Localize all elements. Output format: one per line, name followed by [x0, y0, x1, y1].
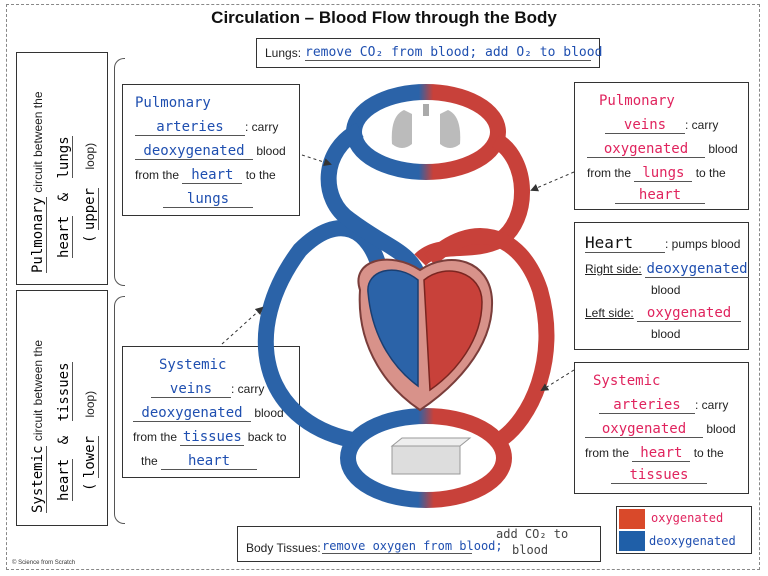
sv-text1: : carry	[231, 382, 265, 396]
sa-word1: Systemic	[593, 373, 661, 389]
sv-text2: blood	[254, 406, 284, 420]
heart-left-side: Left side:	[585, 306, 634, 320]
systemic-circuit-box: Systemic circuit between the heart & tis…	[16, 290, 108, 526]
heart-right-answer: deoxygenated	[645, 261, 750, 278]
legend: oxygenated deoxygenated	[616, 506, 752, 554]
pv-word2: veins	[605, 117, 685, 134]
heart-left-answer: oxygenated	[637, 305, 742, 322]
tissue-icon	[390, 437, 472, 475]
arrow-pulm-veins	[530, 171, 575, 192]
body-answer-1: remove oxygen from blood;	[322, 539, 503, 554]
sa-text4: to the	[693, 446, 724, 460]
legend-deoxy-label: deoxygenated	[649, 534, 736, 548]
pulmonary-veins-box: Pulmonary veins: carry oxygenated blood …	[574, 82, 749, 210]
body-answer-2: add CO₂ to	[496, 527, 569, 541]
sv-text5: the	[141, 454, 158, 468]
pulmonary-artery-path	[320, 122, 428, 283]
aorta-path	[424, 228, 555, 447]
pa-word1: Pulmonary	[135, 95, 211, 111]
pv-word3: oxygenated	[587, 141, 705, 158]
pa-word2: arteries	[135, 119, 245, 136]
sv-text4: back to	[247, 430, 287, 444]
sa-text3: from the	[585, 446, 630, 460]
pv-text3: from the	[587, 166, 632, 180]
sa-word5: tissues	[611, 467, 707, 484]
heart-text5: blood	[651, 327, 681, 341]
body-tissues-box: Body Tissues: remove oxygen from blood; …	[237, 526, 601, 562]
pv-text1: : carry	[685, 118, 719, 132]
pa-word4: heart	[182, 167, 243, 184]
arrow-pulm-arteries	[301, 154, 332, 166]
arrow-sys-veins	[221, 306, 264, 345]
pa-word3: deoxygenated	[135, 143, 253, 160]
pa-text4: to the	[245, 168, 276, 182]
lungs-label: Lungs:	[265, 46, 302, 60]
pa-text3: from the	[135, 168, 180, 182]
legend-oxy-label: oxygenated	[651, 511, 724, 525]
pulmonary-arteries-box: Pulmonary arteries: carry deoxygenated b…	[122, 84, 300, 216]
worksheet-border	[6, 4, 760, 570]
sa-word2: arteries	[599, 397, 695, 414]
sv-word1: Systemic	[159, 357, 227, 373]
sa-text2: blood	[706, 422, 736, 436]
pv-word5: heart	[615, 187, 705, 204]
lungs-box: Lungs: remove CO₂ from blood; add O₂ to …	[256, 38, 603, 68]
lungs-answer: remove CO₂ from blood; add O₂ to blood	[305, 45, 603, 61]
sv-text3: from the	[133, 430, 178, 444]
pv-word1: Pulmonary	[599, 93, 675, 109]
pa-text2: blood	[256, 144, 286, 158]
pa-text1: : carry	[245, 120, 279, 134]
body-answer-3: blood	[512, 543, 549, 557]
heart-illustration	[357, 258, 494, 412]
sv-word4: tissues	[180, 429, 245, 446]
heart-box: Heart: pumps blood Right side: deoxygena…	[574, 222, 750, 350]
legend-oxy-swatch	[619, 509, 645, 529]
pulmonary-circuit-box: Pulmonary circuit between the heart & lu…	[16, 52, 108, 285]
heart-right-side: Right side:	[585, 262, 642, 276]
systemic-vein-path	[258, 220, 388, 448]
sa-word4: heart	[632, 445, 691, 462]
sv-word2: veins	[151, 381, 231, 398]
page-title: Circulation – Blood Flow through the Bod…	[211, 8, 557, 27]
pa-word5: lungs	[163, 191, 253, 208]
sa-word3: oxygenated	[585, 421, 703, 438]
legend-deoxy-swatch	[619, 531, 645, 551]
pv-text4: to the	[695, 166, 726, 180]
lungs-icon	[391, 104, 461, 148]
body-tissues-label: Body Tissues:	[246, 541, 321, 555]
footer-credit: © Science from Scratch	[12, 560, 76, 566]
pv-text2: blood	[708, 142, 738, 156]
sv-word3: deoxygenated	[133, 405, 251, 422]
systemic-arteries-box: Systemic arteries: carry oxygenated bloo…	[574, 362, 749, 494]
arrow-sys-arteries	[540, 369, 575, 392]
heart-word: Heart	[585, 233, 665, 253]
pv-word4: lungs	[634, 165, 693, 182]
heart-text1: : pumps blood	[665, 237, 741, 251]
sa-text1: : carry	[695, 398, 729, 412]
heart-text3: blood	[651, 283, 681, 297]
sv-word5: heart	[161, 453, 258, 470]
